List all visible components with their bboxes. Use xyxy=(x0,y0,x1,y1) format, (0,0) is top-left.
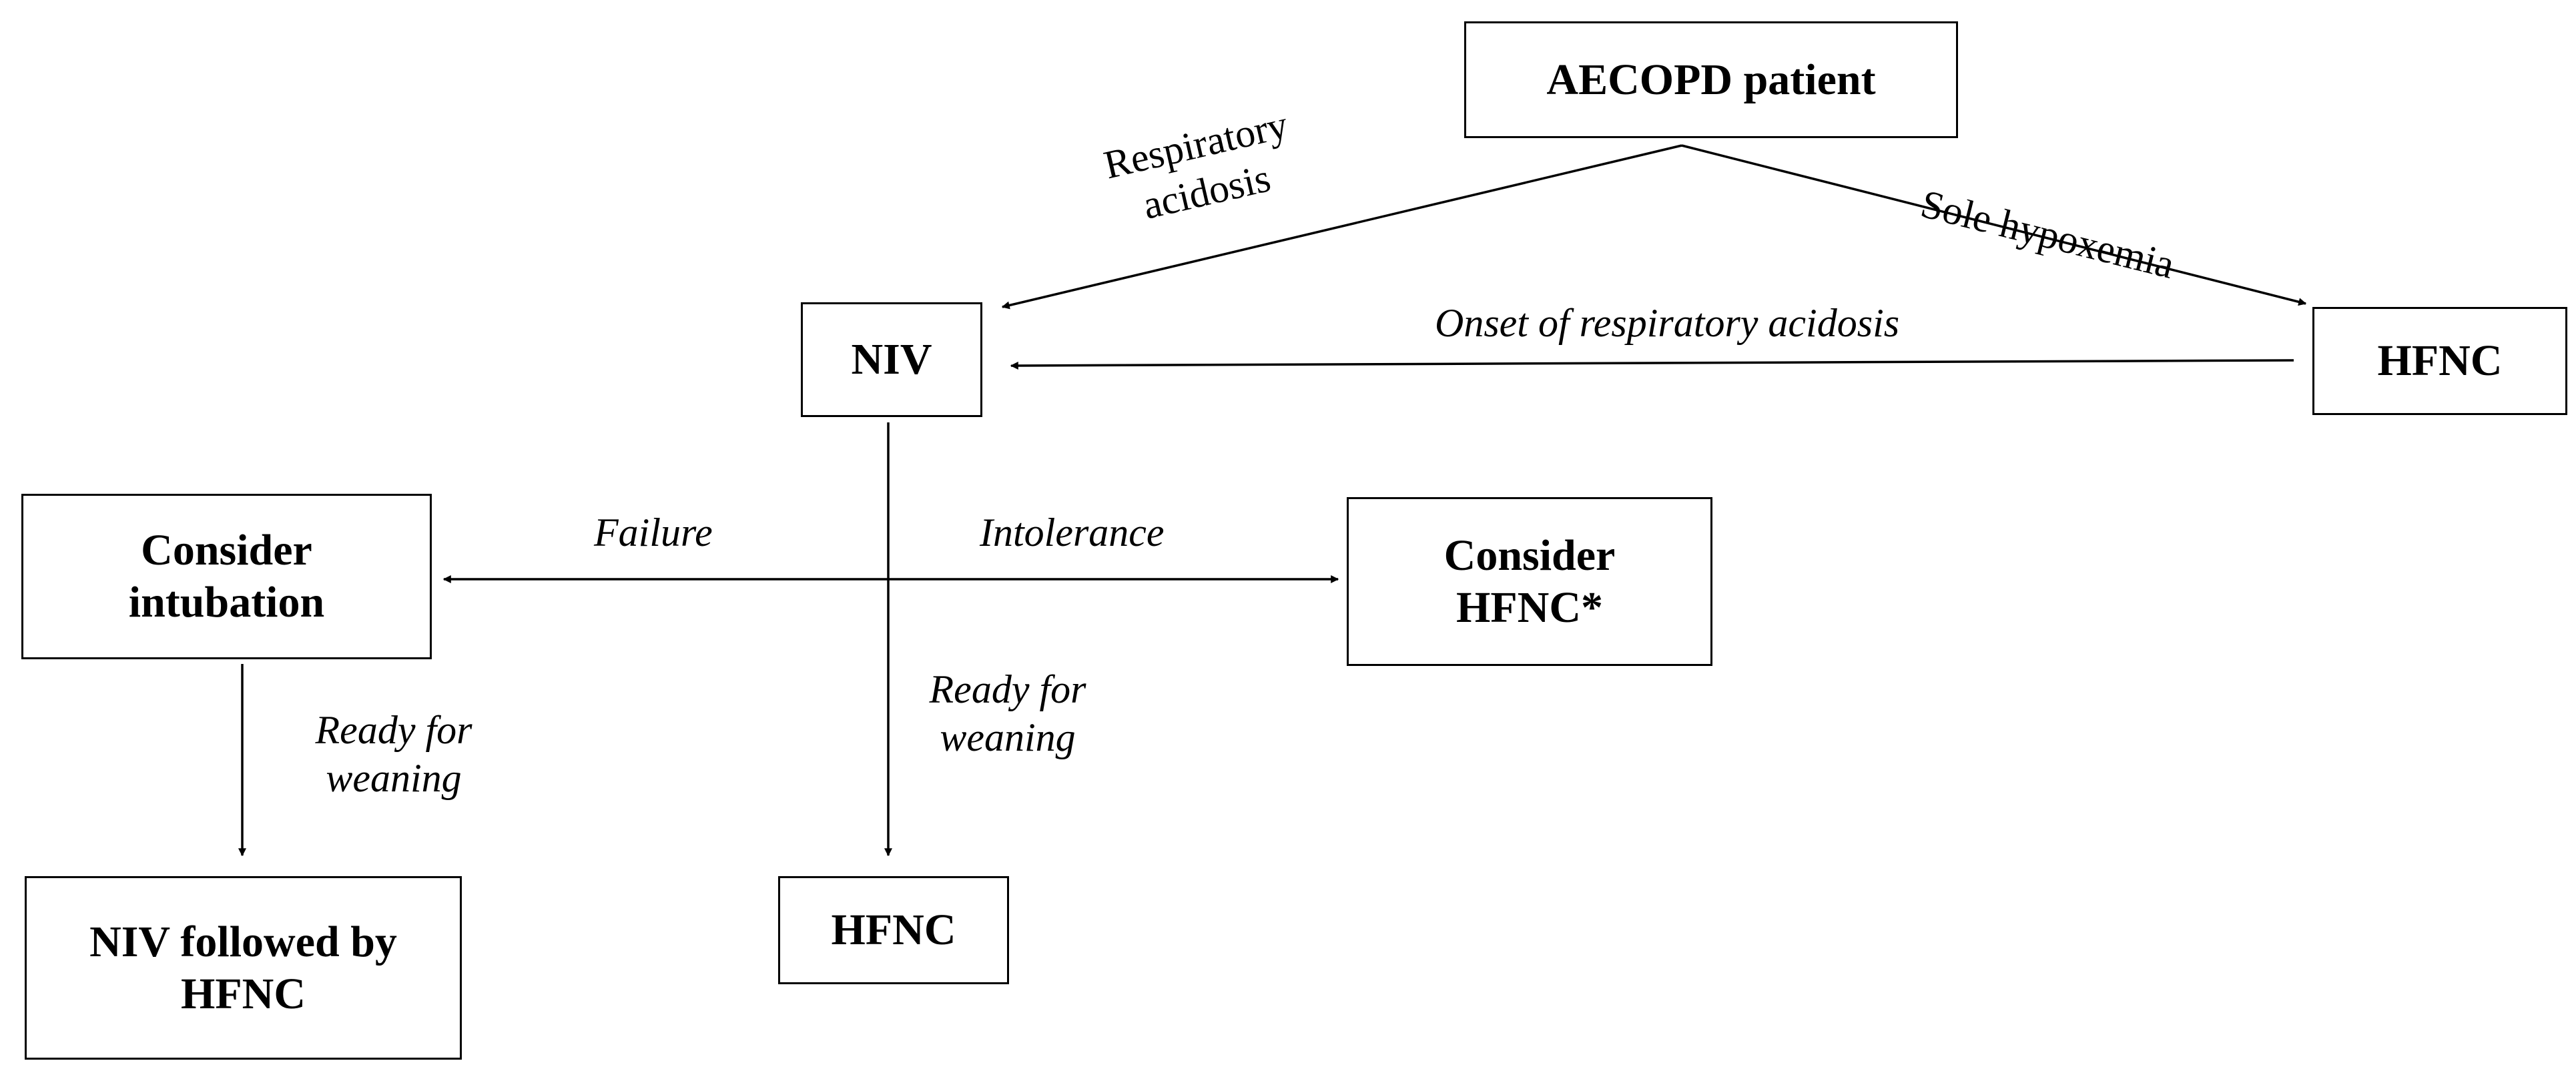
node-consider-hfnc-label: Consider HFNC* xyxy=(1443,530,1616,632)
node-hfnc-right-label: HFNC xyxy=(2377,336,2503,386)
node-consider-intubation: Consider intubation xyxy=(21,494,432,659)
edge-aecopd-to-niv xyxy=(1001,144,1682,310)
node-aecopd-patient: AECOPD patient xyxy=(1464,21,1958,138)
node-consider-hfnc: Consider HFNC* xyxy=(1347,497,1712,666)
edge-label-intolerance: Intolerance xyxy=(980,510,1165,555)
edge-aecopd-to-hfnc xyxy=(1681,144,2307,306)
node-niv: NIV xyxy=(801,302,982,417)
edge-hfnc-to-niv xyxy=(1010,359,2294,370)
edge-label-failure: Failure xyxy=(594,510,713,555)
node-niv-followed-by-hfnc: NIV followed by HFNC xyxy=(25,876,462,1060)
node-hfnc-bottom: HFNC xyxy=(778,876,1009,984)
node-consider-intubation-label: Consider intubation xyxy=(128,526,325,627)
node-hfnc-right: HFNC xyxy=(2312,307,2567,415)
edge-label-ready-for-weaning-left: Ready for weaning xyxy=(315,708,472,800)
node-hfnc-bottom-label: HFNC xyxy=(831,906,956,955)
node-aecopd-patient-label: AECOPD patient xyxy=(1546,55,1876,104)
edge-label-ready-for-weaning-center: Ready for weaning xyxy=(929,667,1086,759)
node-niv-label: NIV xyxy=(851,335,932,384)
edge-label-onset-of-respiratory-acidosis: Onset of respiratory acidosis xyxy=(1435,301,1900,345)
node-niv-followed-by-hfnc-label: NIV followed by HFNC xyxy=(89,917,397,1018)
